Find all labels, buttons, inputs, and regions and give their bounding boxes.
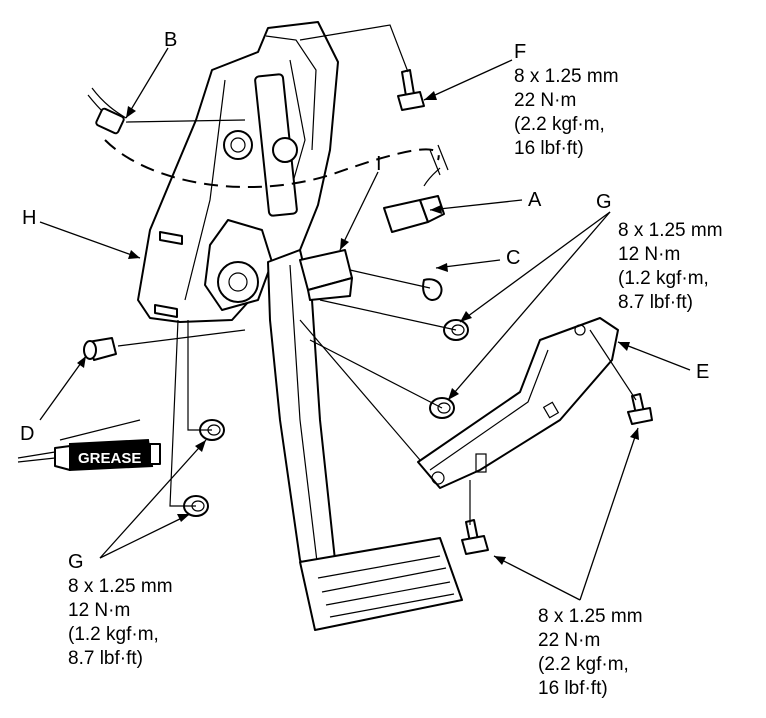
pin-d	[83, 337, 117, 361]
pedal-bracket-e	[417, 317, 619, 489]
grease-label: GREASE	[78, 450, 141, 467]
svg-text:12 N·m: 12 N·m	[68, 600, 130, 621]
svg-text:(1.2 kgf·m,: (1.2 kgf·m,	[68, 624, 159, 645]
grease-tube-icon: GREASE	[17, 419, 161, 472]
wire-harness	[87, 87, 449, 189]
svg-text:(2.2 kgf·m,: (2.2 kgf·m,	[514, 114, 605, 135]
svg-text:12 N·m: 12 N·m	[618, 244, 680, 265]
callout-g-right: G	[596, 191, 612, 213]
svg-text:16 lbf·ft): 16 lbf·ft)	[538, 678, 608, 699]
callout-i: I	[376, 153, 382, 175]
torque-spec-g-right: 8 x 1.25 mm 12 N·m (1.2 kgf·m, 8.7 lbf·f…	[618, 220, 723, 313]
assembly-lines	[117, 24, 637, 525]
callout-f: F	[514, 41, 526, 63]
pedal-bracket	[137, 21, 339, 323]
svg-text:8.7 lbf·ft): 8.7 lbf·ft)	[68, 648, 143, 669]
svg-text:22 N·m: 22 N·m	[514, 90, 576, 111]
bolt-bottom	[461, 519, 489, 555]
svg-text:8 x 1.25 mm: 8 x 1.25 mm	[68, 576, 173, 597]
callout-g-left: G	[68, 551, 84, 573]
clip-c	[422, 278, 443, 301]
callout-b: B	[164, 29, 177, 51]
torque-spec-g-left: 8 x 1.25 mm 12 N·m (1.2 kgf·m, 8.7 lbf·f…	[68, 576, 173, 669]
brake-pedal	[267, 249, 463, 631]
callout-a: A	[528, 189, 542, 211]
svg-text:(2.2 kgf·m,: (2.2 kgf·m,	[538, 654, 629, 675]
leader-lines	[39, 47, 691, 601]
brake-pedal-position-switch	[299, 249, 353, 301]
callout-h: H	[22, 207, 36, 229]
callout-e: E	[696, 361, 709, 383]
svg-text:8.7 lbf·ft): 8.7 lbf·ft)	[618, 292, 693, 313]
callout-d: D	[20, 423, 34, 445]
callout-c: C	[506, 247, 520, 269]
torque-spec-f: 8 x 1.25 mm 22 N·m (2.2 kgf·m, 16 lbf·ft…	[514, 66, 619, 159]
torque-spec-bottom-right: 8 x 1.25 mm 22 N·m (2.2 kgf·m, 16 lbf·ft…	[538, 606, 643, 699]
svg-text:22 N·m: 22 N·m	[538, 630, 600, 651]
svg-text:8 x 1.25 mm: 8 x 1.25 mm	[618, 220, 723, 241]
svg-text:8 x 1.25 mm: 8 x 1.25 mm	[538, 606, 643, 627]
svg-text:8 x 1.25 mm: 8 x 1.25 mm	[514, 66, 619, 87]
bolt-e-top	[627, 393, 653, 425]
svg-text:16 lbf·ft): 16 lbf·ft)	[514, 138, 584, 159]
bolt-f	[397, 69, 425, 111]
svg-text:(1.2 kgf·m,: (1.2 kgf·m,	[618, 268, 709, 289]
connector-a	[383, 167, 445, 233]
